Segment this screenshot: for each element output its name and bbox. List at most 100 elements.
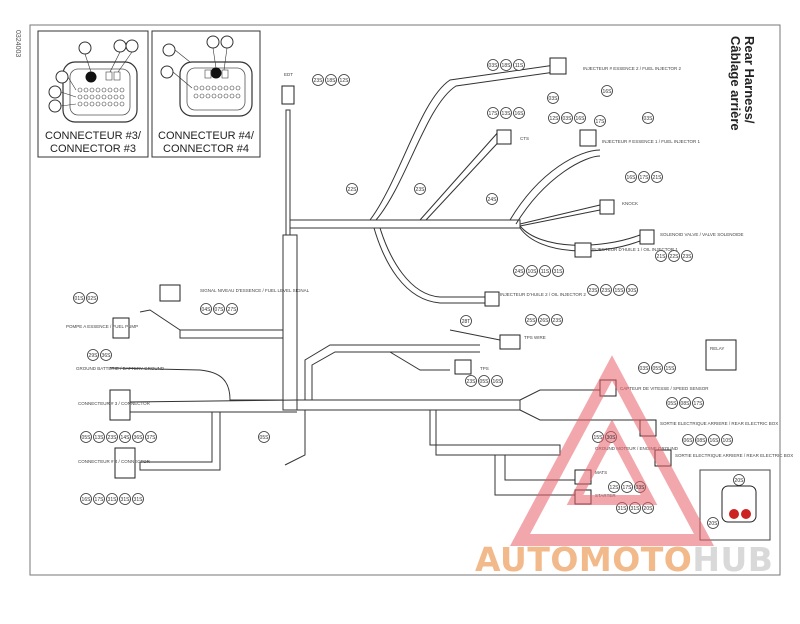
- wire-code-label: 13S: [95, 435, 105, 441]
- wire-code-label: 31S: [554, 269, 564, 275]
- wire-code-label: 16S: [627, 175, 637, 181]
- wire-code-label: 36S: [102, 353, 112, 359]
- wire-code-label: 03S: [563, 116, 573, 122]
- wire-code-label: 17S: [623, 485, 633, 491]
- harness-trunks: [109, 64, 641, 496]
- wire-code-label: 23S: [314, 78, 324, 84]
- wire-code-label: 08S: [697, 438, 707, 444]
- wire-code-label: 05S: [668, 401, 678, 407]
- wire-code-label: 15S: [615, 288, 625, 294]
- wire-code-markers: [73, 59, 745, 529]
- component-labels: INJECTEUR # ESSENCE 2 / FUEL INJECTOR 2 …: [66, 66, 793, 498]
- connector-3-inset: [37, 30, 149, 158]
- wire-code-label: 08S: [681, 401, 691, 407]
- label-inj-oil1: INJECTEUR D'HUILE 1 / OIL INJECTOR 1: [592, 247, 678, 252]
- label-conn4: CONNECTEUR # 4 / CONNECTOR: [78, 459, 151, 464]
- wire-code-label: 10S: [528, 269, 538, 275]
- diagram-frame: [29, 24, 781, 576]
- wire-code-label: 02S: [88, 296, 98, 302]
- wire-code-label: 30S: [607, 435, 617, 441]
- wire-code-label: 37S: [147, 435, 157, 441]
- wire-code-label: 03S: [636, 485, 646, 491]
- wire-code-label: 20S: [644, 506, 654, 512]
- label-mats: MATS: [595, 470, 607, 475]
- title-line-1: Rear Harness/: [742, 36, 757, 124]
- wire-code-label: 25S: [527, 318, 537, 324]
- label-fuel-pump: POMPE A ESSENCE / FUEL PUMP: [66, 324, 138, 329]
- label-injector2: INJECTEUR # ESSENCE 2 / FUEL INJECTOR 2: [583, 66, 682, 71]
- wire-code-label: 03S: [549, 96, 559, 102]
- wire-code-label: 10S: [723, 438, 733, 444]
- wire-code-label: 03S: [640, 366, 650, 372]
- relay-terminal-icon: [729, 509, 739, 519]
- relay-inset: [699, 469, 771, 541]
- wire-code-label: 12S: [340, 78, 350, 84]
- relay-terminal-icon-2: [741, 509, 751, 519]
- wire-code-label: 22S: [348, 187, 358, 193]
- label-tps-wire: TPS WIRE: [524, 335, 546, 340]
- watermark-part-1: AUTOMOTO: [475, 540, 693, 579]
- wire-code-label: 18S: [327, 78, 337, 84]
- wire-code-label: 31S: [618, 506, 628, 512]
- wire-code-label: 13S: [502, 111, 512, 117]
- wire-code-label: 24S: [488, 197, 498, 203]
- wire-code-label: 16S: [493, 379, 503, 385]
- connector-4-caption: CONNECTEUR #4/ CONNECTOR #4: [152, 130, 260, 156]
- label-inj-oil2: INJECTEUR D'HUILE 2 / OIL INJECTOR 2: [500, 292, 586, 297]
- label-engine-ground: GROUND MOTEUR / ENGINE GROUND: [595, 446, 679, 451]
- wire-code-label: 07S: [215, 307, 225, 313]
- wire-code-label: 23S: [602, 288, 612, 294]
- wire-code-label: 05S: [260, 435, 270, 441]
- wire-code-label: 17S: [489, 111, 499, 117]
- label-rear-elec: SORTIE ELECTRIQUE ARRIERE / REAR ELECTRI…: [660, 421, 778, 426]
- wire-code-label: 22S: [670, 254, 680, 260]
- wire-code-label: 23S: [553, 318, 563, 324]
- label-tps: TPS: [480, 366, 489, 371]
- connector-4-line-2: CONNECTOR #4: [163, 143, 249, 155]
- drawing-id: 0324003: [14, 30, 21, 58]
- connector-4-inset: [151, 30, 261, 158]
- wire-code-label: 05S: [480, 379, 490, 385]
- label-relay: RELAY: [710, 346, 724, 351]
- label-cts: CTS: [520, 136, 529, 141]
- watermark-part-2: HUB: [692, 540, 774, 579]
- label-ground: GROUND BATTERIE / BATTERY GROUND: [76, 366, 165, 371]
- wire-code-label: 11S: [541, 269, 550, 275]
- wire-code-label: 21S: [653, 175, 663, 181]
- title-line-2: Câblage arrière: [728, 36, 743, 131]
- wire-code-label: 05S: [653, 366, 663, 372]
- wire-code-label: 12S: [610, 485, 620, 491]
- wire-code-label: 16S: [515, 111, 525, 117]
- connector-4-line-1: CONNECTEUR #4/: [158, 130, 254, 142]
- wire-code-label: 01S: [75, 296, 85, 302]
- wire-code-label: 23S: [467, 379, 477, 385]
- wire-code-label: 31S: [108, 497, 118, 503]
- label-edt: EDT: [284, 72, 293, 77]
- watermark-triangle: [509, 355, 715, 546]
- wire-code-label: 16S: [82, 497, 92, 503]
- wire-code-label: 11S: [515, 63, 524, 69]
- wire-code-label: 06S: [684, 438, 694, 444]
- wire-code-label: 16S: [576, 116, 586, 122]
- wire-code-label: 24S: [515, 269, 525, 275]
- wire-code-label: 30S: [628, 288, 638, 294]
- wire-code-label: 16S: [710, 438, 720, 444]
- wire-code-label: 18S: [502, 63, 512, 69]
- wire-code-label: 17S: [95, 497, 105, 503]
- wire-code-label: 27S: [228, 307, 238, 313]
- wire-code-label: 29S: [89, 353, 99, 359]
- connector-3-line-1: CONNECTEUR #3/: [45, 130, 141, 142]
- wire-code-label: 15S: [594, 435, 604, 441]
- wire-code-label: 20S: [735, 478, 745, 484]
- label-rear-elec2: SORTIE ELECTRIQUE ARRIERE / REAR ELECTRI…: [675, 453, 793, 458]
- label-injector1: INJECTEUR # ESSENCE 1 / FUEL INJECTOR 1: [602, 139, 701, 144]
- wire-code-label: 31S: [631, 506, 641, 512]
- wire-code-label: 26S: [540, 318, 550, 324]
- label-conn3: CONNECTEUR # 3 / CONNECTOR: [78, 401, 151, 406]
- connector-3-line-2: CONNECTOR #3: [50, 143, 136, 155]
- wire-code-label: 17S: [640, 175, 650, 181]
- wire-code-label: 16S: [603, 89, 613, 95]
- wire-code-label: 20S: [709, 521, 719, 527]
- wire-code-label: 17S: [694, 401, 704, 407]
- wire-code-label: 05S: [82, 435, 92, 441]
